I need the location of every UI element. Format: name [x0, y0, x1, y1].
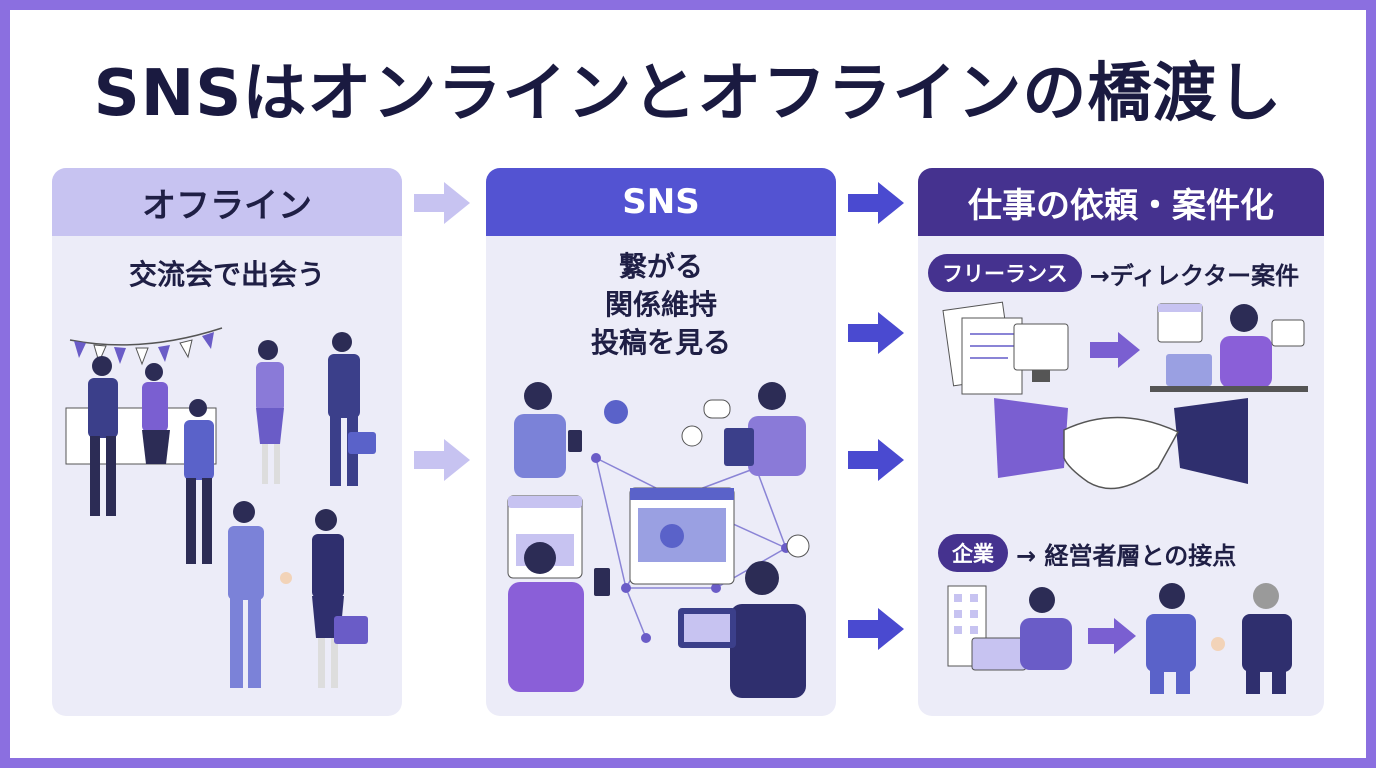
freelance-text: →ディレクター案件: [1089, 261, 1300, 290]
offline-heading: オフライン: [52, 168, 402, 236]
networking-event-illustration: [65, 327, 376, 688]
offline-caption: 交流会で出会う: [128, 258, 325, 291]
sns-panel: SNS 繋がる 関係維持 投稿を見る: [486, 168, 836, 716]
company-tag: 企業: [938, 534, 1008, 572]
work-heading: 仕事の依頼・案件化: [918, 168, 1324, 236]
arrow-offline-to-sns-top: [414, 182, 470, 224]
work-panel: 仕事の依頼・案件化 フリーランス →ディレクター案件 企業 → 経営者層との接点: [918, 168, 1324, 716]
arrow-sns-to-work-3: [848, 439, 904, 481]
page-title: SNSはオンラインとオフラインの橋渡し: [93, 57, 1283, 131]
company-row: 企業 → 経営者層との接点: [938, 534, 1236, 572]
sns-caption-3: 投稿を見る: [590, 326, 731, 359]
sns-heading: SNS: [486, 168, 836, 236]
arrow-offline-to-sns-middle: [414, 439, 470, 481]
freelance-row: フリーランス →ディレクター案件: [928, 254, 1299, 292]
social-network-illustration: [507, 382, 810, 698]
sns-caption-2: 関係維持: [604, 288, 717, 321]
company-text: → 経営者層との接点: [1016, 541, 1237, 570]
freelance-tag: フリーランス: [928, 254, 1082, 292]
sns-caption-1: 繋がる: [618, 250, 703, 283]
arrow-sns-to-work-1: [848, 182, 904, 224]
work-illustration: [942, 301, 1308, 694]
offline-panel: オフライン 交流会で出会う: [52, 168, 402, 716]
arrow-sns-to-work-2: [848, 312, 904, 354]
arrow-sns-to-work-4: [848, 608, 904, 650]
